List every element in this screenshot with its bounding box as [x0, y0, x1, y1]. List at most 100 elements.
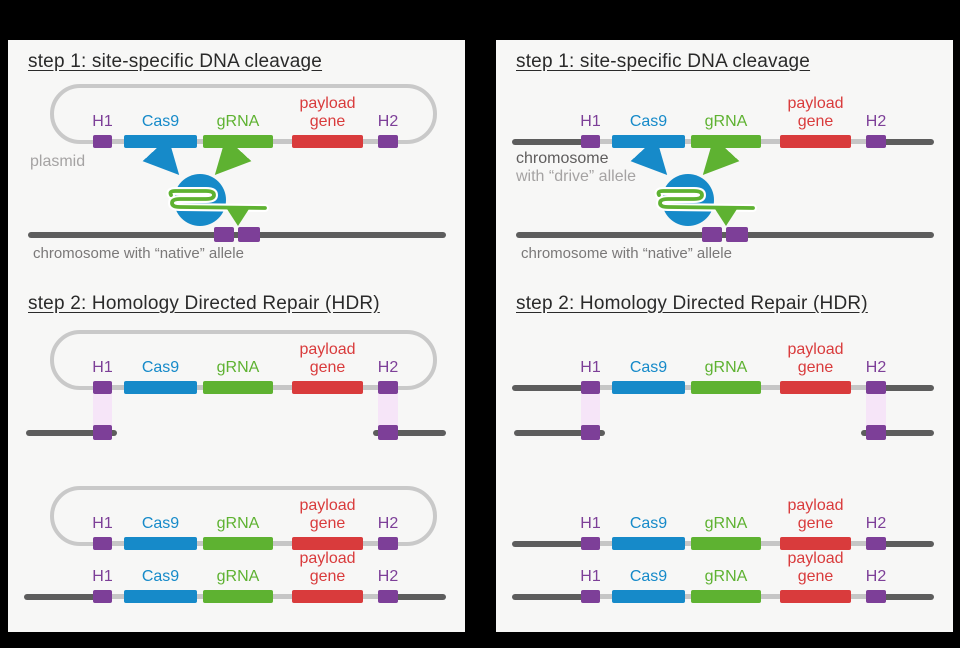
- grna-arrow-icon: [702, 137, 740, 176]
- gene-label-cas9-line: Cas9: [629, 515, 668, 532]
- hdr-drive-chromosome-line-left: [512, 384, 584, 391]
- cas9-protein-icon: [662, 174, 714, 226]
- homology-band-h2: [866, 394, 886, 426]
- step2-title: step 2: Homology Directed Repair (HDR): [516, 293, 868, 314]
- homology-band-h1: [93, 394, 112, 426]
- gene-label-h1-line: H1: [92, 113, 113, 130]
- step1-title: step 1: site-specific DNA cleavage: [28, 51, 323, 72]
- result-top-chromosome-line-right: [883, 540, 934, 547]
- gene-label-payload-line: gene: [309, 359, 346, 376]
- native-target-box-2: [238, 227, 260, 242]
- gene-bar-grna: [203, 135, 273, 148]
- connector-line: [683, 594, 693, 599]
- gene-label-grna: gRNA: [217, 568, 260, 586]
- gene-label-h2-line: H2: [377, 568, 399, 585]
- gene-label-cas9: Cas9: [630, 113, 667, 131]
- gene-bar-h1: [581, 381, 600, 394]
- gene-label-payload-line: payload: [787, 341, 844, 358]
- gene-label-cas9-line: Cas9: [629, 359, 668, 376]
- gene-label-h2-line: H2: [377, 113, 399, 130]
- cleavage-triangle-icon: [227, 209, 249, 226]
- native-chromosome-line: [516, 232, 934, 238]
- gene-label-h2-line: H2: [865, 568, 887, 585]
- gene-label-cas9: Cas9: [142, 568, 179, 586]
- gene-label-h1: H1: [92, 515, 112, 533]
- gene-bar-grna: [203, 381, 273, 394]
- connector-line: [683, 385, 693, 390]
- gene-label-grna-line: gRNA: [704, 359, 748, 376]
- gene-bar-cas9: [124, 590, 197, 603]
- gene-label-payload-line: gene: [309, 568, 346, 585]
- gene-label-grna: gRNA: [217, 515, 260, 533]
- connector-line: [195, 594, 205, 599]
- connector-line: [361, 594, 380, 599]
- grna-strand-icon: [168, 189, 267, 210]
- fragment-h1-box: [581, 425, 600, 440]
- connector-line: [361, 139, 380, 144]
- native-allele-caption: chromosome with “native” allele: [33, 245, 244, 262]
- gene-label-h2: H2: [866, 515, 886, 533]
- gene-label-cas9-line: Cas9: [141, 515, 180, 532]
- plasmid-label: plasmid: [30, 153, 86, 170]
- gene-bar-h1: [581, 590, 600, 603]
- gene-label-payload-line: gene: [309, 113, 346, 130]
- native-target-box-1: [702, 227, 722, 242]
- connector-line: [271, 139, 294, 144]
- gene-bar-cas9: [124, 537, 197, 550]
- gene-label-cas9-line: Cas9: [141, 359, 180, 376]
- gene-bar-payload: [780, 590, 851, 603]
- gene-bar-payload: [292, 590, 363, 603]
- gene-label-h1: H1: [92, 568, 112, 586]
- gene-bar-grna: [691, 135, 761, 148]
- gene-label-h1: H1: [580, 568, 600, 586]
- result-top-chromosome-line-left: [512, 540, 584, 547]
- gene-bar-cas9: [612, 590, 685, 603]
- fragment-line-right: [861, 430, 934, 436]
- gene-label-grna-line: gRNA: [216, 568, 260, 585]
- native-target-box-2: [726, 227, 748, 242]
- gene-label-h1-line: H1: [92, 359, 113, 376]
- gene-bar-cas9: [612, 135, 685, 148]
- gene-bar-payload: [292, 135, 363, 148]
- fragment-h2-box: [866, 425, 886, 440]
- cas9-protein-icon: [174, 174, 226, 226]
- gene-bar-h2: [378, 590, 398, 603]
- homology-band-h1: [581, 394, 600, 426]
- grna-strand-casing: [654, 187, 757, 212]
- connector-line: [759, 594, 782, 599]
- gene-label-payload-line: gene: [309, 515, 346, 532]
- gene-label-grna-line: gRNA: [704, 568, 748, 585]
- grna-arrow-icon: [214, 137, 252, 176]
- fragment-h2-box: [378, 425, 398, 440]
- connector-line: [361, 385, 380, 390]
- connector-line: [110, 541, 126, 546]
- gene-label-grna-line: gRNA: [704, 515, 748, 532]
- gene-label-grna-line: gRNA: [216, 515, 260, 532]
- gene-label-grna-line: gRNA: [216, 359, 260, 376]
- gene-label-cas9: Cas9: [142, 515, 179, 533]
- gene-label-payload-line: payload: [299, 497, 356, 514]
- gene-bar-h1: [93, 135, 112, 148]
- connector-line: [759, 385, 782, 390]
- connector-line: [598, 139, 614, 144]
- gene-label-grna: gRNA: [705, 568, 748, 586]
- gene-bar-h1: [581, 537, 600, 550]
- gene-label-h2-line: H2: [865, 113, 887, 130]
- gene-label-h1-line: H1: [92, 568, 113, 585]
- connector-line: [759, 541, 782, 546]
- gene-label-cas9: Cas9: [630, 515, 667, 533]
- connector-line: [271, 594, 294, 599]
- connector-line: [683, 139, 693, 144]
- gene-bar-grna: [691, 537, 761, 550]
- step1-title: step 1: site-specific DNA cleavage: [516, 51, 811, 72]
- connector-line: [598, 385, 614, 390]
- gene-label-cas9: Cas9: [142, 359, 179, 377]
- gene-label-h2: H2: [866, 113, 886, 131]
- connector-line: [598, 594, 614, 599]
- fragment-line-left: [514, 430, 605, 436]
- gene-label-payload-line: payload: [299, 341, 356, 358]
- gene-label-h1: H1: [92, 113, 112, 131]
